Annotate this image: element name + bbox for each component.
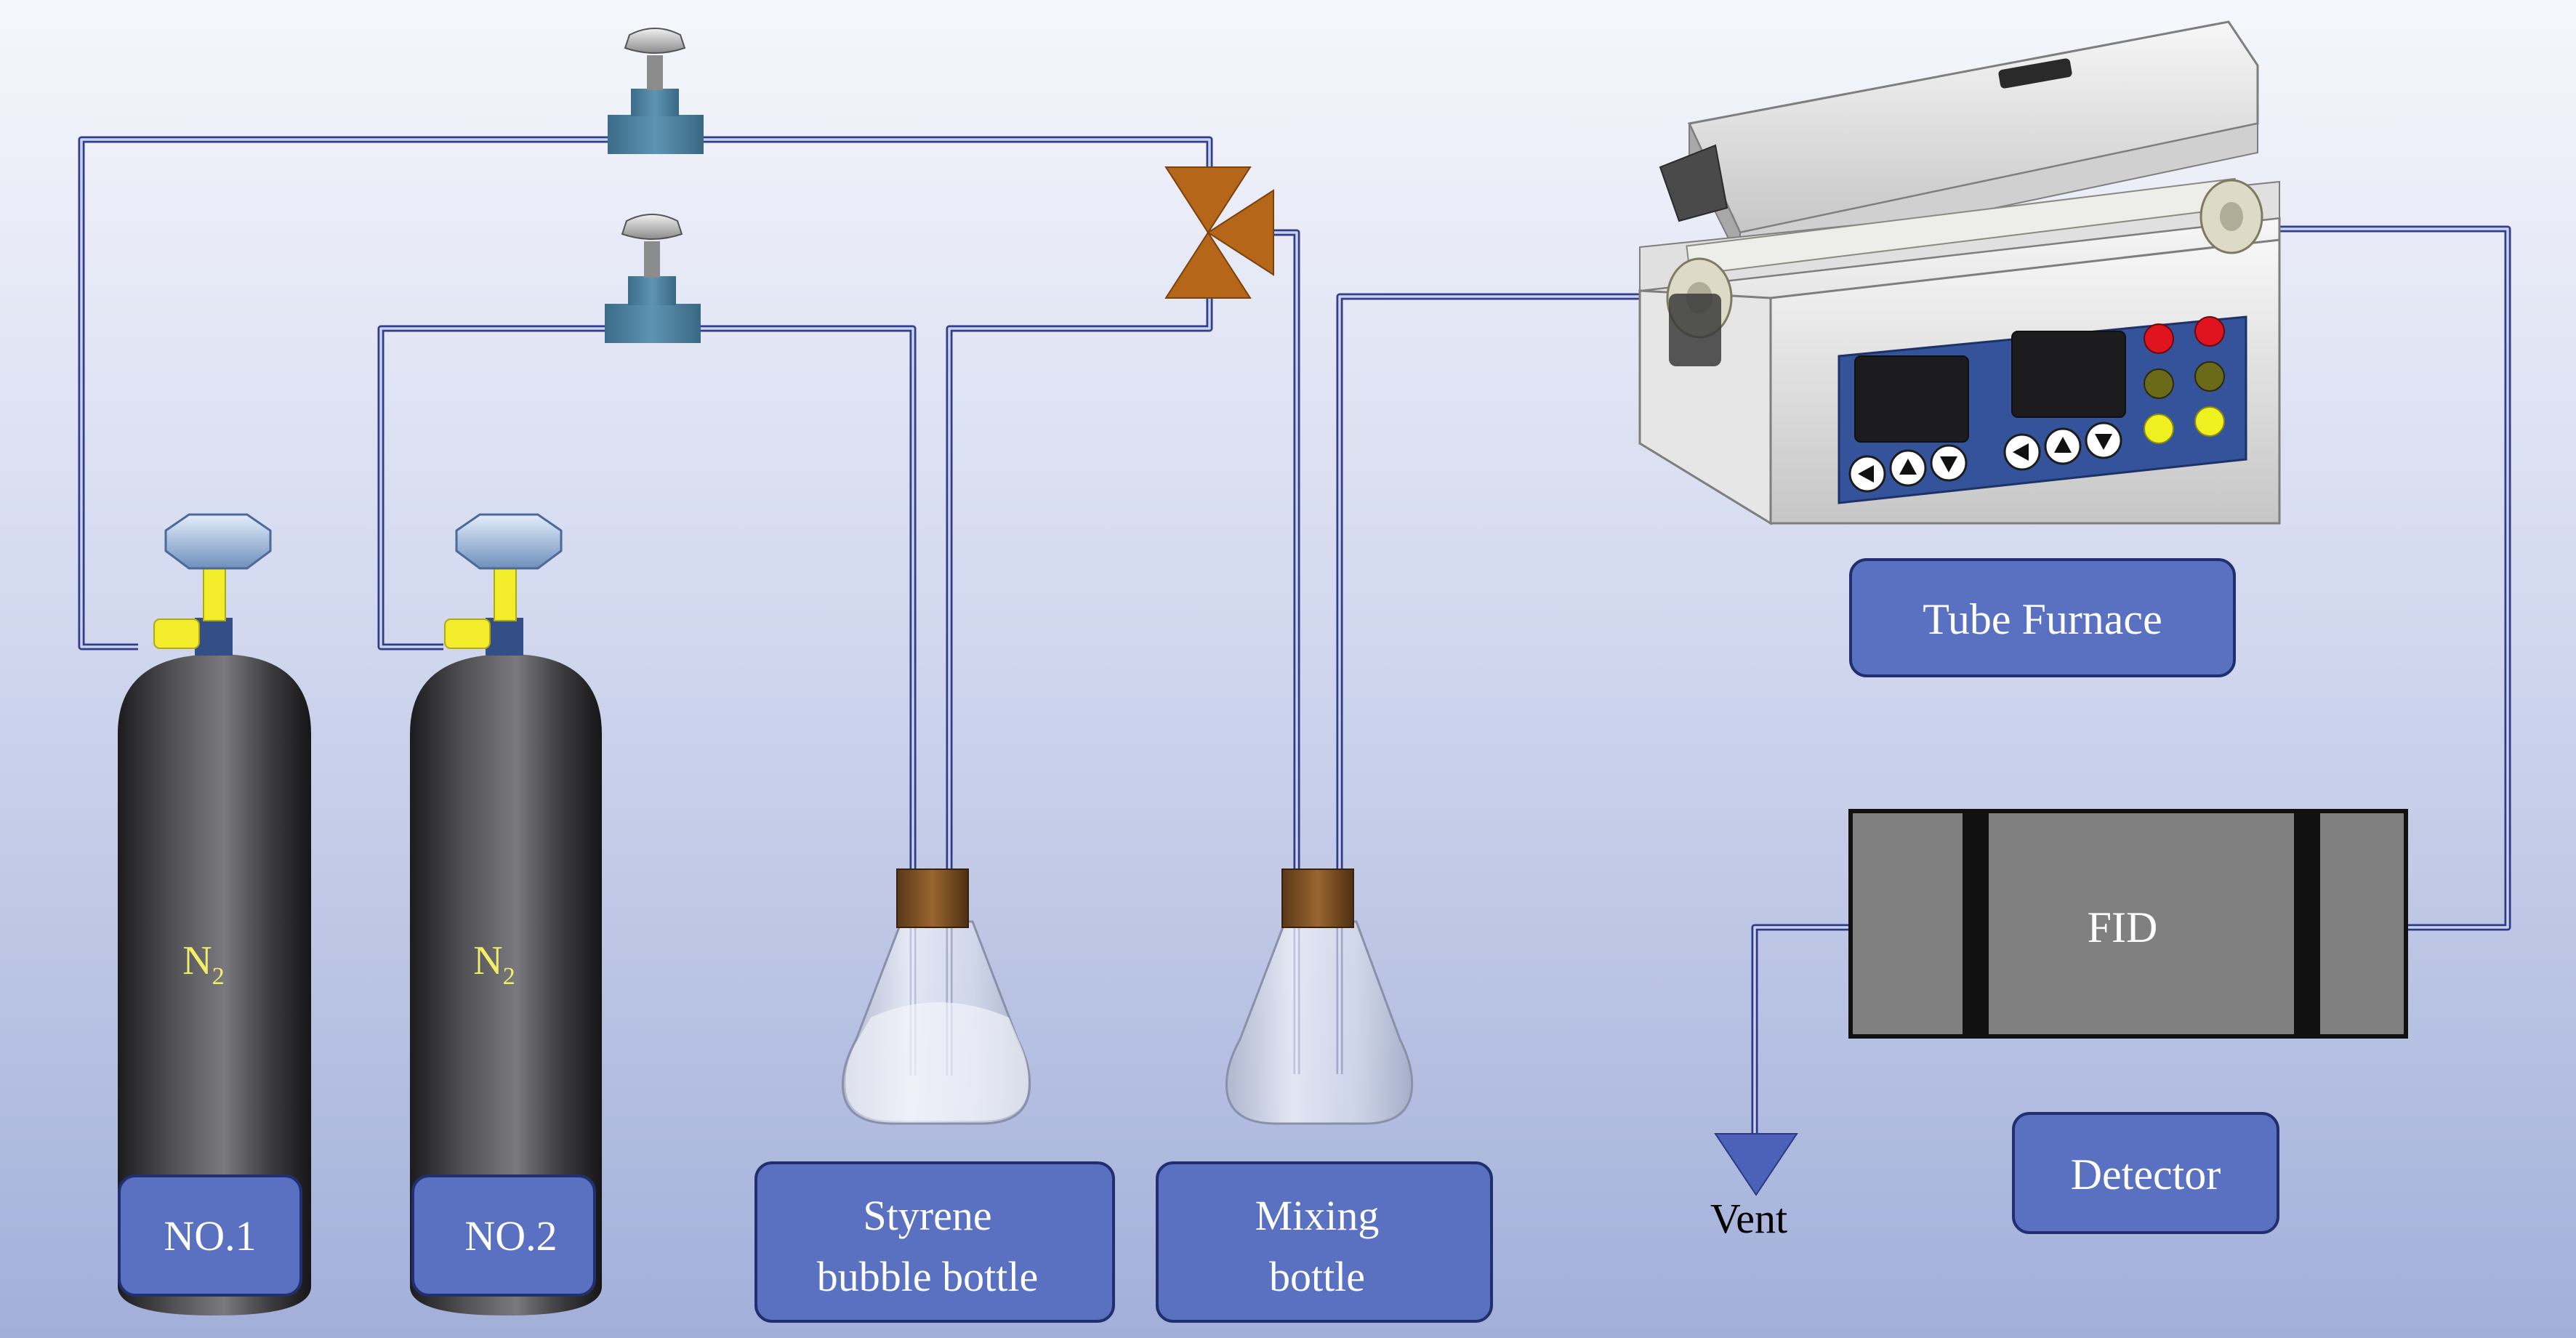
vent-label: Vent <box>1710 1195 1787 1242</box>
cylinder-label: NO.2 <box>464 1212 557 1260</box>
regulator-knob-icon[interactable] <box>621 214 683 240</box>
vent-arrow-icon <box>1714 1133 1798 1196</box>
gas-cylinder-no2[interactable]: N2 NO.2 <box>410 513 602 1315</box>
fid-label: FID <box>2088 903 2158 951</box>
cork-stopper-icon <box>896 869 969 928</box>
bottle-label-line1: Mixing <box>1255 1192 1380 1239</box>
indicator-light-olive <box>2144 368 2174 399</box>
cylinder-label: NO.1 <box>164 1212 256 1260</box>
three-way-valve[interactable] <box>1164 166 1274 299</box>
lid-handle-icon[interactable] <box>1998 58 2073 89</box>
valve-handwheel-icon[interactable] <box>455 513 563 570</box>
pipe-network <box>78 136 2511 1139</box>
left-arrow-icon <box>1858 465 1874 483</box>
tube-furnace[interactable] <box>1638 20 2281 525</box>
cork-stopper-icon <box>1281 869 1354 928</box>
cylinder-gas-label: N2 <box>473 938 515 990</box>
gas-cylinder-no1[interactable]: N2 NO.1 <box>118 513 311 1315</box>
bottle-label-line1: Styrene <box>863 1192 991 1239</box>
fid-divider <box>1963 811 1989 1036</box>
cylinder-gas-label: N2 <box>182 938 224 990</box>
down-arrow-icon <box>1940 456 1957 472</box>
mixing-bottle[interactable]: Mixing bottle <box>1156 869 1493 1323</box>
flange-clamp-icon <box>1669 294 1721 366</box>
lid-hinge-icon <box>1659 144 1728 222</box>
cylinder-label-box <box>411 1174 596 1297</box>
bottle-label-box <box>1156 1161 1493 1323</box>
temperature-display-2 <box>2011 331 2126 418</box>
detector-label: Detector <box>2071 1150 2221 1198</box>
styrene-bubble-bottle[interactable]: Styrene bubble bottle <box>754 869 1115 1323</box>
valve-handwheel-icon[interactable] <box>164 513 272 570</box>
cylinder-label-box <box>118 1174 302 1297</box>
bottle-label-line2: bubble bottle <box>817 1253 1038 1300</box>
indicator-light-yellow <box>2194 406 2225 437</box>
regulator-knob-icon[interactable] <box>624 28 686 54</box>
fid-divider <box>2294 811 2320 1036</box>
indicator-light-yellow <box>2144 414 2174 444</box>
fid-detector[interactable]: FID <box>1848 809 2408 1039</box>
temperature-display-1 <box>1854 355 1969 443</box>
bottle-label-box <box>754 1161 1115 1323</box>
up-arrow-icon <box>1899 459 1917 475</box>
indicator-light-red <box>2194 316 2225 347</box>
furnace-label-box <box>1849 558 2236 677</box>
bottle-label-line2: bottle <box>1269 1253 1365 1300</box>
pressure-regulator-bottom[interactable] <box>605 214 701 343</box>
indicator-light-red <box>2144 323 2174 354</box>
pressure-regulator-top[interactable] <box>608 28 704 154</box>
indicator-light-olive <box>2194 361 2225 392</box>
up-arrow-icon <box>2054 437 2072 453</box>
left-arrow-icon <box>2013 443 2029 461</box>
furnace-label: Tube Furnace <box>1923 595 2162 643</box>
detector-label-box <box>2012 1112 2279 1234</box>
down-arrow-icon <box>2095 434 2112 450</box>
